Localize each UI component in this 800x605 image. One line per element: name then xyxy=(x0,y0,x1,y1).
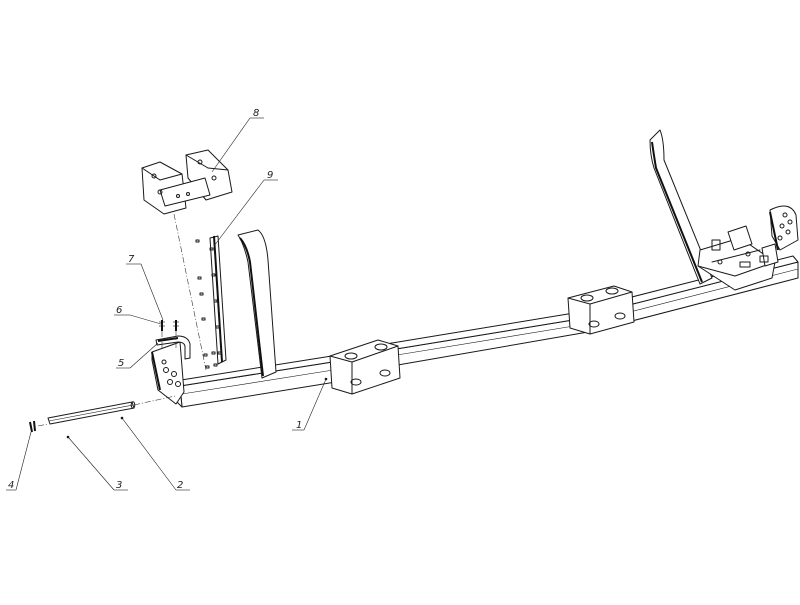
callout-8: 8 xyxy=(211,108,264,173)
assembly-center-lines xyxy=(37,213,207,427)
callout-2: 2 xyxy=(120,416,190,491)
callout-5: 5 xyxy=(116,342,159,369)
callout-label-8: 8 xyxy=(253,108,259,119)
callout-label-2: 2 xyxy=(177,480,183,491)
loose-fasteners xyxy=(195,239,218,369)
l-bracket xyxy=(155,335,191,360)
right-upright-arm xyxy=(649,129,713,285)
bolts-and-washers xyxy=(159,320,179,331)
callout-label-6: 6 xyxy=(116,305,122,316)
callout-label-7: 7 xyxy=(128,254,135,265)
callout-9: 9 xyxy=(213,170,278,247)
pin-rod xyxy=(47,401,136,425)
beam-coupling-middle xyxy=(567,285,635,335)
callout-4: 4 xyxy=(6,431,32,491)
left-end-plate xyxy=(151,341,185,405)
beam-coupling-left xyxy=(329,339,401,395)
callout-6: 6 xyxy=(114,305,162,325)
callout-label-5: 5 xyxy=(118,358,124,369)
callout-label-9: 9 xyxy=(267,170,273,181)
top-bracket xyxy=(141,149,233,215)
callout-1: 1 xyxy=(292,377,328,431)
right-bracket-assembly xyxy=(697,205,799,291)
callout-3: 3 xyxy=(67,436,128,491)
callout-label-1: 1 xyxy=(296,420,302,431)
callout-7: 7 xyxy=(126,254,164,321)
callout-label-3: 3 xyxy=(116,480,122,491)
vertical-bracket-strip xyxy=(209,235,227,365)
left-upright-arm xyxy=(237,229,277,379)
end-washer xyxy=(29,420,36,433)
callout-label-4: 4 xyxy=(8,480,14,491)
